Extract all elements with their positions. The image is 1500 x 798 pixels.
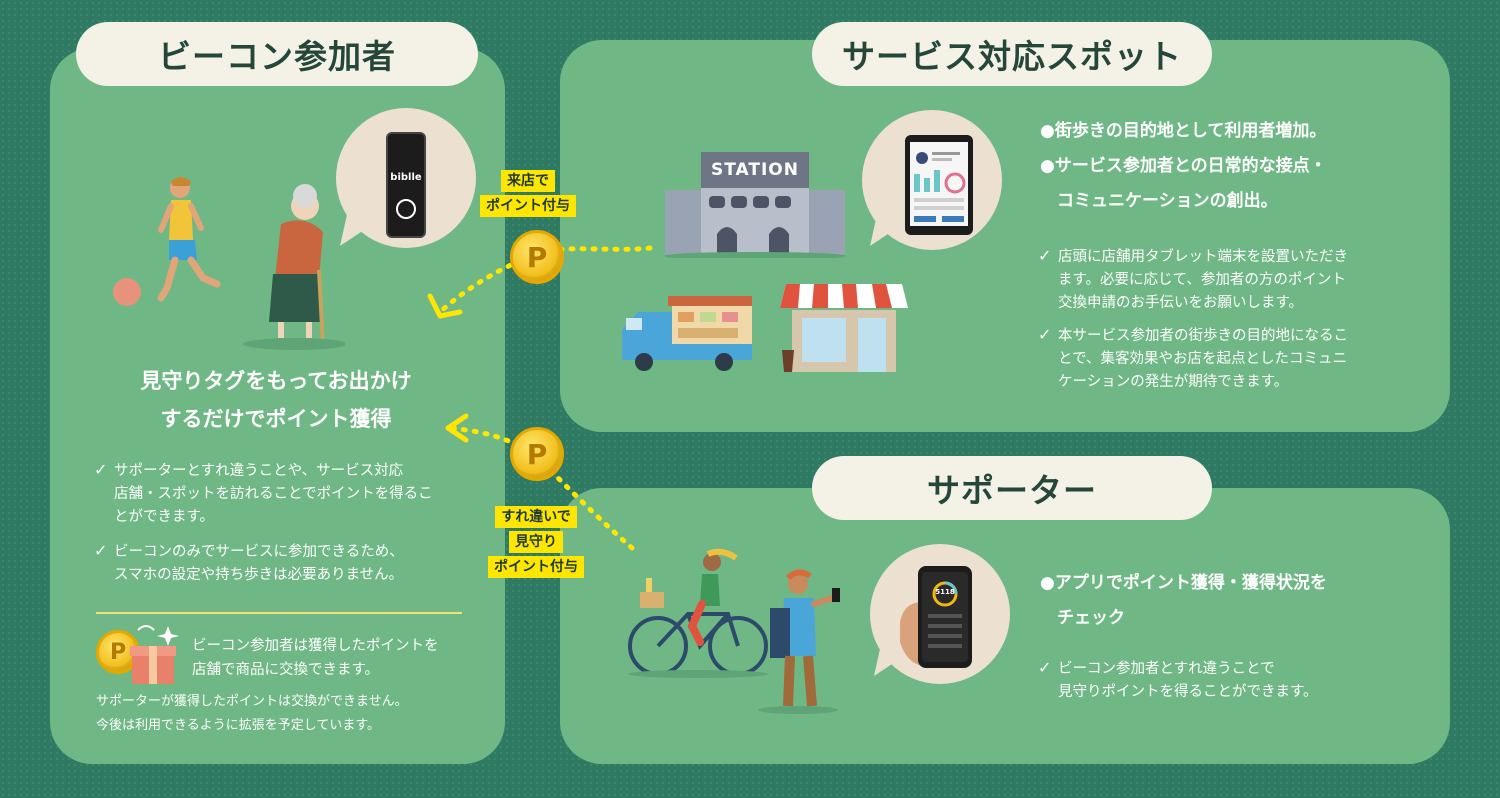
supporter-check-list: ✓ ビーコン参加者とすれ違うことで 見守りポイントを得ることができます。 [1038,658,1418,704]
supporter-bullets: ●アプリでポイント獲得・獲得状況を チェック [1040,566,1327,636]
check-icon: ✓ [1038,246,1052,265]
pass-by-tag: すれ違いで 見守り ポイント付与 [488,506,584,578]
beacon-headline: 見守りタグをもってお出かけ するだけでポイント獲得 [76,362,476,438]
exchange-text-line2: 店舗で商品に交換できます。 [192,662,380,678]
supporter-title: サポーター [812,456,1212,520]
gift-icon [130,625,179,684]
coin-letter: P [526,437,548,471]
bubble-tail [870,210,900,246]
coin-icon: P [510,427,564,481]
phone-points-value: 5118 [935,588,955,596]
beacon-check-list: ✓ サポーターとすれ違うことや、サービス対応 店舗・スポットを訪れることでポイン… [94,460,484,587]
beacon-headline-line2: するだけでポイント獲得 [160,407,392,431]
check-icon: ✓ [1038,325,1052,344]
beacon-tag-device: biblle [386,132,426,238]
supporter-check-1: ビーコン参加者とすれ違うことで 見守りポイントを得ることができます。 [1058,658,1318,704]
note-line1: サポーターが獲得したポイントは交換ができません。 [96,694,408,709]
coin-icon: P [510,230,564,284]
food-truck-illustration [622,296,752,371]
beacon-check-1: サポーターとすれ違うことや、サービス対応 店舗・スポットを訪れることでポイントを… [114,460,433,529]
exchange-notes: サポーターが獲得したポイントは交換ができません。 今後は利用できるように拡張を予… [96,690,408,738]
service-check-list: ✓ 店頭に店舗用タブレット端末を設置いただき ます。必要に応じて、参加者の方のポ… [1038,246,1418,394]
coin-letter: P [109,639,127,665]
check-icon: ✓ [94,541,108,560]
exchange-text: ビーコン参加者は獲得したポイントを 店舗で商品に交換できます。 [192,634,439,682]
service-spot-title: サービス対応スポット [812,22,1212,86]
note-line2: 今後は利用できるように拡張を予定しています。 [96,718,381,733]
service-bullets: ●街歩きの目的地として利用者増加。 ●サービス参加者との日常的な接点・ コミュニ… [1040,114,1327,219]
arrow-store-to-beacon [437,245,653,315]
service-check-2: 本サービス参加者の街歩きの目的地になるこ とで、集客効果やお店を起点としたコミュ… [1058,325,1348,394]
coin-letter: P [526,240,548,274]
exchange-text-line1: ビーコン参加者は獲得したポイントを [192,638,439,654]
beacon-check-1-line3: とができます。 [114,509,215,525]
shop-illustration [780,284,908,372]
station-illustration [665,152,845,258]
tag-ring [396,199,416,219]
check-icon: ✓ [1038,658,1052,677]
beacon-check-1-line2: 店舗・スポットを訪れることでポイントを得るこ [114,486,433,502]
pass-by-line2: 見守り [509,531,563,553]
service-check-2-line2: とで、集客効果やお店を起点としたコミュニ [1058,351,1347,367]
pass-by-line1: すれ違いで [495,506,577,528]
service-check-2-line3: ケーションの発生が期待できます。 [1058,374,1289,390]
service-bullet-1: ●街歩きの目的地として利用者増加。 [1040,121,1327,141]
bubble-tail [340,210,370,246]
supporter-check-1-line2: 見守りポイントを得ることができます。 [1058,684,1318,700]
list-item: ✓ 本サービス参加者の街歩きの目的地になるこ とで、集客効果やお店を起点としたコ… [1038,325,1418,394]
arrow-supporter-to-beacon [447,425,635,551]
store-visit-tag: 来店で ポイント付与 [480,170,576,217]
supporter-check-1-line1: ビーコン参加者とすれ違うことで [1058,661,1275,677]
beacon-title: ビーコン参加者 [76,22,478,86]
list-item: ✓ ビーコン参加者とすれ違うことで 見守りポイントを得ることができます。 [1038,658,1418,704]
beacon-divider [96,612,462,614]
arrow-supporter-head [445,413,469,443]
supporter-illustration [628,548,840,714]
pass-by-line3: ポイント付与 [488,556,584,578]
supporter-bullet-2: チェック [1040,608,1125,628]
beacon-check-1-line1: サポーターとすれ違うことや、サービス対応 [114,463,404,479]
list-item: ✓ サポーターとすれ違うことや、サービス対応 店舗・スポットを訪れることでポイン… [94,460,484,529]
beacon-people-illustration [113,177,345,350]
beacon-check-2-line2: スマホの設定や持ち歩きは必要ありません。 [114,567,404,583]
list-item: ✓ ビーコンのみでサービスに参加できるため、 スマホの設定や持ち歩きは必要ありま… [94,541,484,587]
station-sign: STATION [711,160,799,180]
service-check-1-line3: 交換申請のお手伝いをお願いします。 [1058,295,1304,311]
service-bullet-3: コミュニケーションの創出。 [1040,191,1278,211]
list-item: ✓ 店頭に店舗用タブレット端末を設置いただき ます。必要に応じて、参加者の方のポ… [1038,246,1418,315]
service-check-1-line2: ます。必要に応じて、参加者の方のポイント [1058,272,1346,288]
store-visit-line1: 来店で [501,170,555,192]
smartphone-icon [900,566,972,668]
tablet-icon [905,135,973,235]
service-check-2-line1: 本サービス参加者の街歩きの目的地になるこ [1058,328,1348,344]
bubble-tail [874,640,904,676]
arrow-store-head [427,293,463,319]
beacon-check-2-line1: ビーコンのみでサービスに参加できるため、 [114,544,404,560]
service-bullet-2: ●サービス参加者との日常的な接点・ [1040,156,1327,176]
tag-brand-text: biblle [390,172,422,183]
beacon-headline-line1: 見守りタグをもってお出かけ [140,369,412,393]
service-check-1: 店頭に店舗用タブレット端末を設置いただき ます。必要に応じて、参加者の方のポイン… [1058,246,1348,315]
beacon-check-2: ビーコンのみでサービスに参加できるため、 スマホの設定や持ち歩きは必要ありません… [114,541,404,587]
supporter-bullet-1: ●アプリでポイント獲得・獲得状況を [1040,573,1327,593]
store-visit-line2: ポイント付与 [480,195,576,217]
service-check-1-line1: 店頭に店舗用タブレット端末を設置いただき [1058,249,1348,265]
check-icon: ✓ [94,460,108,479]
